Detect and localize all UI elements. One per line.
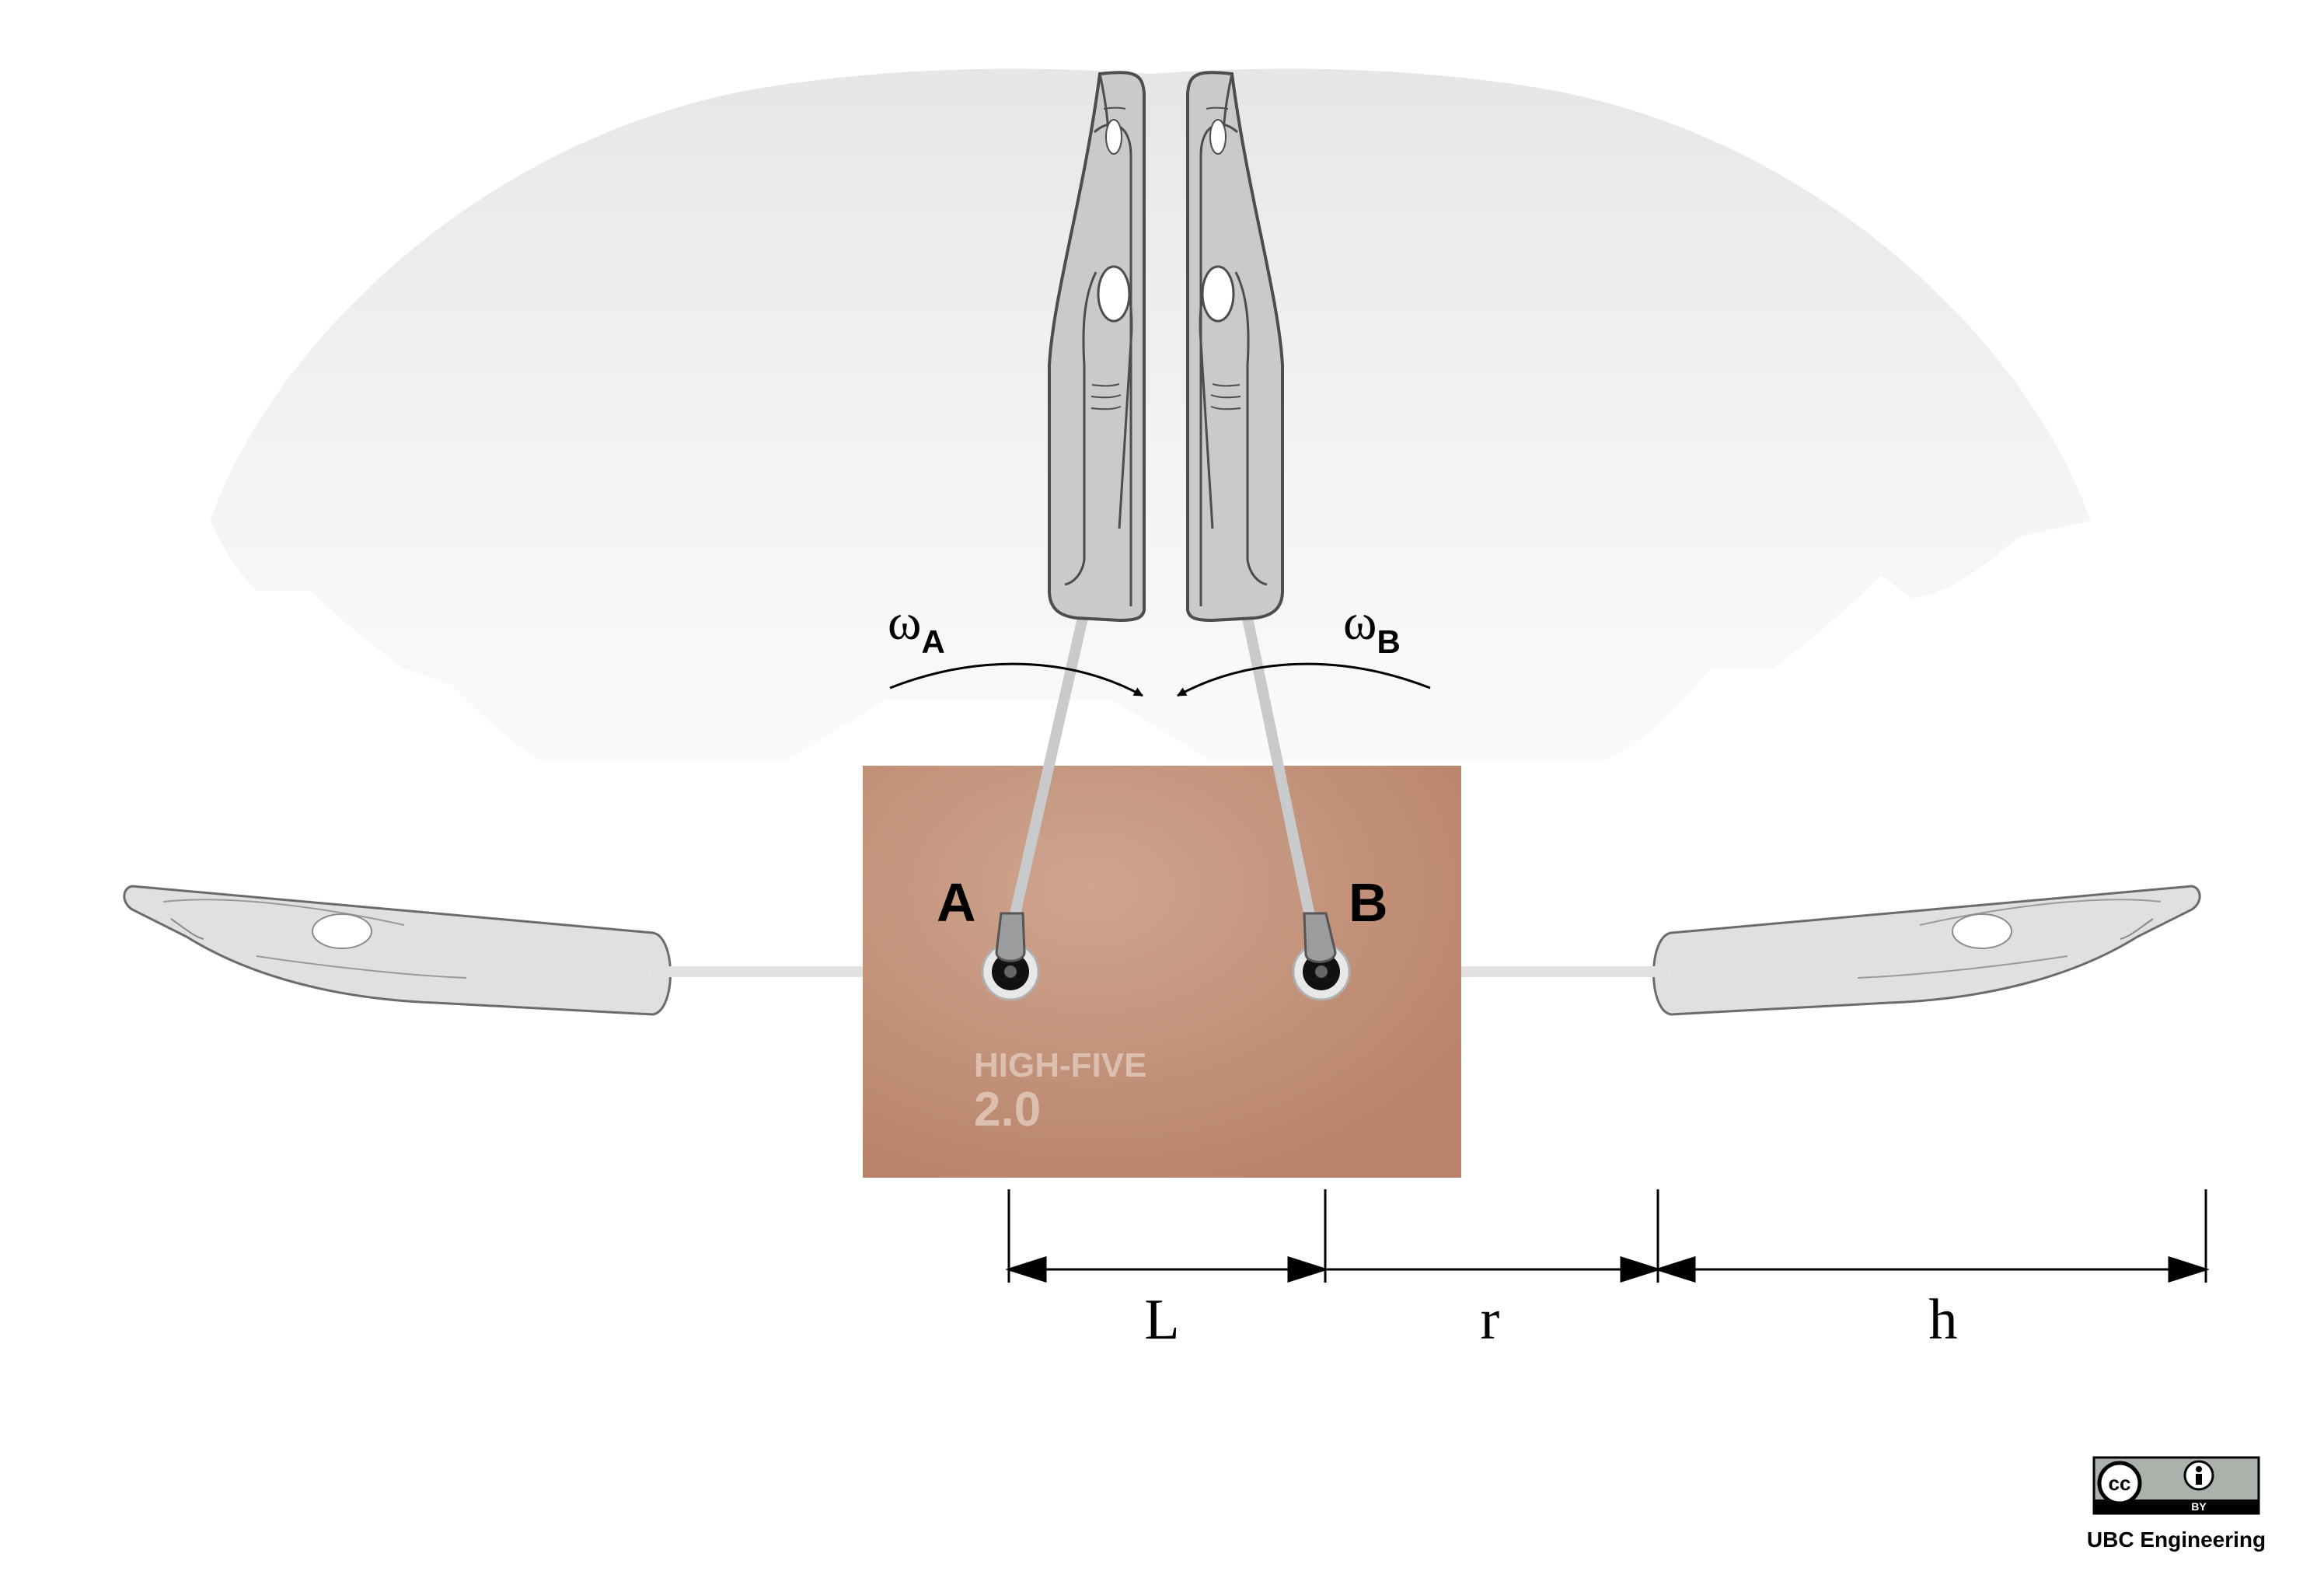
motion-sweep [210, 68, 2091, 762]
dim-h-label: h [1929, 1288, 1958, 1352]
dim-l-arrow-right [1287, 1255, 1329, 1283]
right-hand-faded [1652, 885, 2201, 1016]
omega-a-arrow [889, 662, 1143, 697]
label-a: A [937, 872, 976, 933]
label-b: B [1349, 872, 1388, 933]
omega-a-label: ωA [888, 594, 945, 660]
hand-a [1048, 71, 1146, 623]
pivot-b [1292, 912, 1351, 1001]
cc-icon [2097, 1461, 2142, 1506]
dim-l-label: L [1144, 1288, 1179, 1352]
omega-a-subscript: A [921, 623, 944, 660]
brand-line2: 2.0 [974, 1083, 1041, 1136]
cc-text: cc [2109, 1472, 2131, 1495]
credit-text: UBC Engineering [2087, 1527, 2266, 1552]
by-text: BY [2191, 1500, 2207, 1513]
rod-a [1005, 616, 1088, 936]
omega-b-arrow [1177, 662, 1431, 697]
dim-r-arrow-right [1620, 1255, 1662, 1283]
omega-b-label: ωB [1343, 594, 1401, 660]
hand-b [1186, 71, 1284, 623]
dim-r-label: r [1481, 1288, 1500, 1352]
left-hand-faded [123, 885, 672, 1016]
high-five-box [863, 766, 1461, 1178]
dim-l-arrow-left [1005, 1255, 1047, 1283]
cc-by-badge: cc BY [2092, 1456, 2260, 1515]
dim-h-arrow-left [1654, 1255, 1696, 1283]
brand-line1: HIGH-FIVE [974, 1046, 1146, 1084]
dimension-arrows [1005, 1255, 2210, 1283]
dimension-lines [1007, 1189, 2207, 1283]
pivot-a [981, 912, 1040, 1001]
rod-b [1242, 616, 1319, 936]
omega-b-subscript: B [1377, 623, 1400, 660]
dim-h-arrow-right [2168, 1255, 2210, 1283]
